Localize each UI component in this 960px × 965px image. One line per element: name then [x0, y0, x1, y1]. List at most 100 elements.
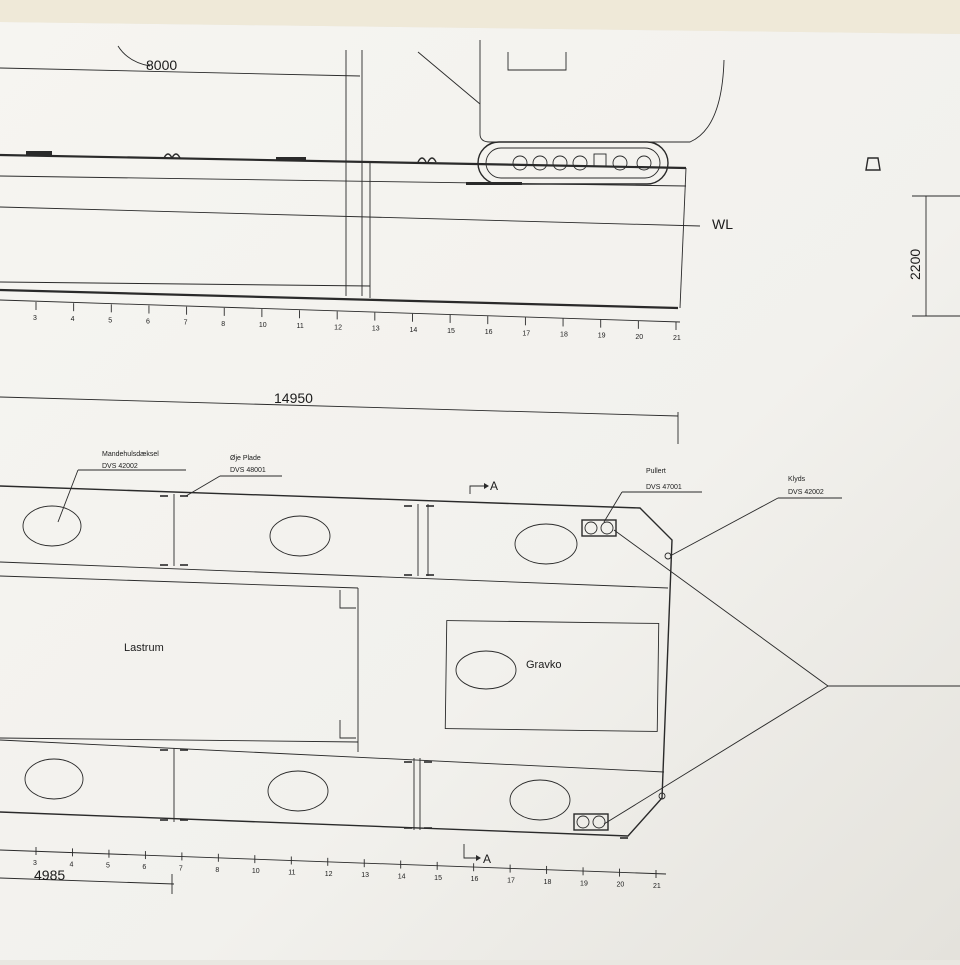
frame-number: 12: [334, 324, 342, 331]
frame-number: 14: [409, 327, 417, 334]
track-roller: [572, 155, 588, 171]
excavator-body: [479, 40, 725, 143]
callout-leader: [185, 475, 221, 497]
stern-line: [679, 167, 687, 309]
manhole-cover: [24, 758, 84, 800]
cleat-symbol: [865, 157, 881, 171]
frame-number: 14: [398, 874, 406, 881]
background-strip: [0, 0, 960, 34]
frame-number: 11: [297, 323, 304, 330]
callout-bollard: Pullert DVS 47001: [603, 468, 702, 523]
section-arrow-head: [476, 855, 481, 861]
manhole-cover: [509, 779, 571, 821]
hold-corner: [339, 590, 356, 609]
bollard-elevation: [163, 153, 181, 159]
bollard-frame: [581, 519, 617, 537]
section-marker-top: A: [469, 479, 498, 494]
callout-code: DVS 47001: [646, 484, 682, 491]
section-marker-bottom: A: [463, 844, 491, 866]
track-roller: [552, 155, 568, 171]
frame-number: 15: [434, 875, 442, 882]
frame-number: 6: [142, 864, 146, 871]
frame-number: 12: [325, 871, 333, 878]
frame-number: 20: [617, 882, 625, 889]
callout-title: Øje Plade: [230, 455, 261, 462]
paper-sheet: [0, 22, 960, 960]
bollard-post: [592, 815, 606, 829]
hull-line: [0, 281, 371, 287]
frame-number: 4: [69, 861, 73, 868]
frame-number: 13: [361, 872, 369, 879]
track-roller: [612, 155, 628, 171]
dim-line-14950: [0, 396, 679, 417]
dim-4985-text: 4985: [34, 867, 65, 883]
frame-number: 19: [580, 880, 588, 887]
callout-leader: [57, 469, 79, 523]
section-arrow: [463, 844, 476, 859]
excavator-boom: [417, 51, 481, 105]
callout-leader: [669, 497, 779, 557]
excavator-label: Gravko: [526, 659, 561, 671]
excavator-turntable: [455, 650, 517, 690]
frame-number: 10: [252, 868, 260, 875]
keel-line: [0, 288, 679, 310]
plan-frame-scale: 3 4 5 6 7 8 10 11 12 13 14 15 16 17 18 19 20 21: [33, 847, 661, 890]
section-arrow: [469, 485, 484, 494]
frame-number: 18: [544, 879, 552, 886]
frame-number: 19: [598, 333, 606, 340]
track-roller: [593, 153, 607, 167]
bollard-post: [576, 815, 590, 829]
frame-number: 16: [485, 329, 493, 336]
manhole-cover: [514, 523, 578, 565]
track-roller: [532, 155, 548, 171]
callout-code: DVS 42002: [788, 489, 824, 496]
section-label: A: [490, 479, 498, 493]
callout-code: DVS 42002: [102, 463, 138, 470]
callout-title: Pullert: [646, 468, 666, 475]
manhole-cover: [269, 515, 331, 557]
bollard-elevation: [417, 157, 437, 163]
bollard-post: [600, 521, 614, 535]
frame-number: 11: [288, 869, 295, 876]
frame-number: 21: [653, 883, 661, 890]
frame-number: 6: [146, 319, 150, 326]
inner-longitudinal: [0, 561, 669, 589]
fairlead: [658, 792, 666, 800]
frame-number: 5: [108, 317, 112, 324]
frame-number: 5: [106, 863, 110, 870]
waterline: [0, 206, 701, 227]
towing-line: [603, 685, 829, 825]
callout-title: Klyds: [788, 476, 806, 483]
track-roller: [512, 155, 528, 171]
deck-fitting: [276, 157, 306, 160]
frame-number: 8: [221, 321, 225, 328]
section-arrow-head: [484, 483, 489, 489]
frame-number: 3: [33, 860, 37, 867]
callout-code: DVS 48001: [230, 467, 266, 474]
dim-line-8000: [0, 67, 361, 77]
hold-boundary: [0, 575, 359, 589]
frame-number: 17: [507, 878, 515, 885]
excavator-footprint: [444, 620, 660, 732]
deck-fitting: [26, 151, 52, 155]
manhole-cover: [22, 505, 82, 547]
inner-longitudinal: [0, 739, 665, 773]
plan-scale-line: [0, 849, 667, 875]
callout-manhole: Mandehulsdæksel DVS 42002: [57, 451, 186, 523]
frame-number: 16: [471, 876, 479, 883]
callout-eye-plate: Øje Plade DVS 48001: [185, 455, 282, 497]
frame-number: 3: [33, 315, 37, 322]
plan-view: 14950: [0, 390, 960, 894]
frame-number: 21: [673, 335, 681, 342]
hold-label: Lastrum: [124, 642, 164, 654]
excavator-elevation: [417, 40, 725, 185]
elevation-view: 8000 WL: [0, 40, 960, 342]
waterline-label: WL: [712, 216, 733, 232]
frame-number: 7: [179, 865, 183, 872]
frame-number: 8: [215, 867, 219, 874]
dim-2200-text: 2200: [907, 249, 923, 280]
frame-number: 4: [71, 316, 75, 323]
bollard-post: [584, 521, 598, 535]
